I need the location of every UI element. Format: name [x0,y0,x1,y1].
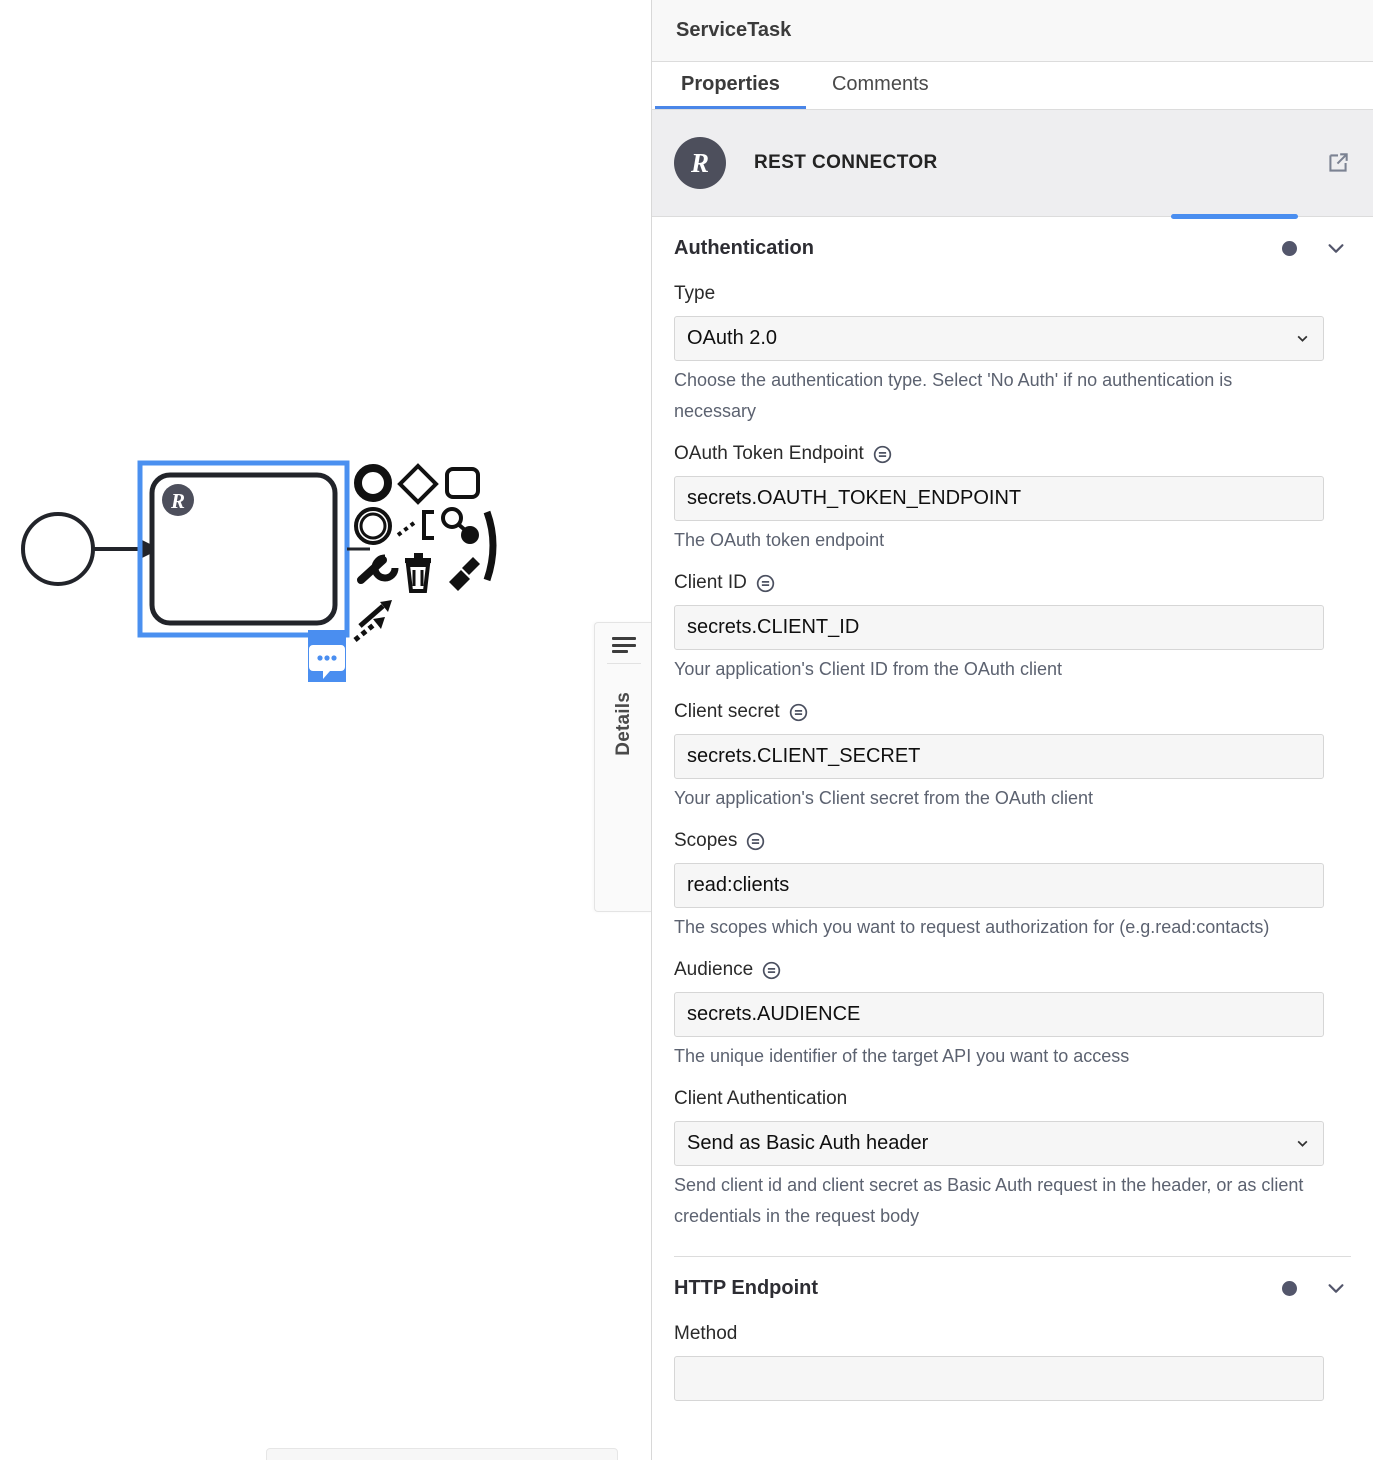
field-auth-type-label: Type [674,283,716,304]
field-oauth-token-endpoint-hint: The OAuth token endpoint [674,530,885,550]
field-oauth-token-endpoint-label: OAuth Token Endpoint [674,439,1351,469]
append-text-annotation-icon[interactable] [396,510,434,540]
context-pad[interactable] [353,463,497,642]
group-http-endpoint-title: HTTP Endpoint [674,1276,819,1299]
scopes-value: read:clients [687,874,790,896]
tab-properties[interactable]: Properties [655,62,806,109]
change-type-icon[interactable] [357,554,399,584]
start-event[interactable] [21,512,95,586]
tab-properties-label: Properties [681,72,780,95]
field-audience: Audience secrets.AUDIENCE The unique ide… [674,955,1351,1072]
client-id-value: secrets.CLIENT_ID [687,616,860,638]
svg-text:R: R [170,489,185,513]
details-side-tab[interactable]: Details [594,622,652,912]
group-status-dot [1282,1280,1297,1296]
bpmn-canvas[interactable]: R [0,0,651,1460]
group-authentication: Authentication Type OAuth 2.0 [652,217,1373,1257]
field-client-id-label: Client ID [674,568,1351,598]
field-method-label: Method [674,1323,738,1344]
comment-badge[interactable] [308,630,346,682]
field-scopes: Scopes read:clients The scopes which you… [674,826,1351,943]
context-pad-arc [483,510,497,582]
bottom-overlay-panel[interactable] [266,1448,618,1460]
oauth-token-endpoint-value: secrets.OAUTH_TOKEN_ENDPOINT [687,487,1022,509]
group-http-endpoint-header[interactable]: HTTP Endpoint [674,1257,1351,1319]
field-scopes-hint: The scopes which you want to request aut… [674,917,1270,937]
chevron-down-icon[interactable] [1325,1277,1347,1299]
client-id-input[interactable]: secrets.CLIENT_ID [674,605,1324,650]
group-status-dot [1282,240,1297,256]
set-color-icon[interactable] [449,557,480,591]
oauth-token-endpoint-input[interactable]: secrets.OAUTH_TOKEN_ENDPOINT [674,476,1324,521]
field-client-authentication: Client Authentication Send as Basic Auth… [674,1084,1351,1232]
audience-input[interactable]: secrets.AUDIENCE [674,992,1324,1037]
delete-icon[interactable] [405,553,431,593]
method-select[interactable] [674,1356,1324,1401]
panel-tabs[interactable]: Properties Comments [652,62,1373,110]
client-secret-input[interactable]: secrets.CLIENT_SECRET [674,734,1324,779]
field-client-authentication-label: Client Authentication [674,1088,848,1109]
group-divider [674,1256,1351,1257]
feel-expression-icon[interactable] [745,831,766,852]
field-scopes-label: Scopes [674,826,1351,856]
connector-header: R REST CONNECTOR [652,110,1373,217]
details-tab-label: Details [612,692,634,756]
scopes-input[interactable]: read:clients [674,863,1324,908]
bpmn-diagram[interactable]: R [0,440,520,710]
feel-expression-icon[interactable] [755,573,776,594]
client-authentication-value: Send as Basic Auth header [687,1132,929,1154]
field-method: Method [674,1319,1351,1401]
page-title: ServiceTask [676,19,792,41]
append-intermediate-event-icon[interactable] [354,507,392,545]
group-authentication-header[interactable]: Authentication [674,217,1351,279]
feel-expression-icon[interactable] [761,960,782,981]
hidden-action-button-sliver[interactable] [1171,214,1298,219]
auth-type-select[interactable]: OAuth 2.0 [674,316,1324,361]
rest-connector-badge-icon: R [162,484,194,516]
client-secret-value: secrets.CLIENT_SECRET [687,745,921,767]
field-client-secret-label: Client secret [674,697,1351,727]
field-client-id: Client ID secrets.CLIENT_ID Your applica… [674,568,1351,685]
field-client-authentication-hint: Send client id and client secret as Basi… [674,1175,1304,1226]
panel-header: ServiceTask [652,0,1373,62]
tab-comments-label: Comments [831,72,929,95]
client-authentication-select[interactable]: Send as Basic Auth header [674,1121,1324,1166]
audience-value: secrets.AUDIENCE [687,1003,861,1025]
feel-expression-icon[interactable] [788,702,809,723]
append-end-event-icon[interactable] [354,464,392,502]
field-oauth-token-endpoint: OAuth Token Endpoint secrets.OAUTH_TOKEN… [674,439,1351,556]
group-authentication-title: Authentication [674,236,814,259]
properties-panel: ServiceTask Properties Comments R REST C… [651,0,1373,1460]
feel-expression-icon[interactable] [872,444,893,465]
rest-connector-avatar: R [674,137,726,189]
connect-icon[interactable] [441,507,479,544]
avatar-letter: R [690,147,709,178]
field-auth-type: Type OAuth 2.0 Choose the authentication… [674,279,1351,427]
connector-title: REST CONNECTOR [754,152,938,173]
field-client-secret-hint: Your application's Client secret from th… [674,788,1093,808]
append-task-icon[interactable] [445,467,480,499]
chevron-down-icon [1297,1140,1308,1147]
field-client-id-hint: Your application's Client ID from the OA… [674,659,1062,679]
field-client-secret: Client secret secrets.CLIENT_SECRET Your… [674,697,1351,814]
field-auth-type-hint: Choose the authentication type. Select '… [674,370,1233,421]
auth-type-value: OAuth 2.0 [687,327,778,349]
external-link-icon[interactable] [1325,150,1351,176]
chevron-down-icon [1297,335,1308,342]
field-audience-label: Audience [674,955,1351,985]
group-http-endpoint: HTTP Endpoint Method [652,1257,1373,1401]
service-task-shape[interactable] [149,472,338,626]
hamburger-icon [611,637,636,653]
field-audience-hint: The unique identifier of the target API … [674,1046,1130,1066]
connect-multi-icon[interactable] [353,600,392,642]
append-gateway-icon[interactable] [397,463,439,505]
chevron-down-icon[interactable] [1325,237,1347,259]
details-tab-divider [606,663,641,664]
tab-comments[interactable]: Comments [806,62,955,109]
